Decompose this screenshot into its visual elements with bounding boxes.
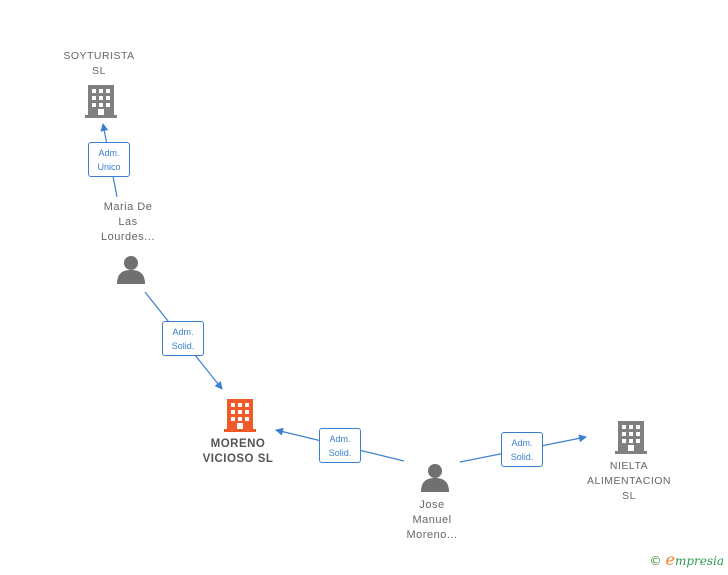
role-line-1: Adm. (329, 434, 351, 444)
role-box-jose-moreno: Adm. Solid. (319, 428, 361, 463)
brand-name: mpresia (674, 554, 724, 568)
role-line-1: Adm. (98, 148, 120, 158)
maria-label[interactable]: Maria De Las Lourdes... (101, 201, 155, 243)
maria-person-icon[interactable] (117, 256, 145, 284)
role-line-2: Solid. (171, 341, 195, 351)
empresia-logo: ©empresia (649, 550, 724, 569)
moreno-vicioso-building-icon[interactable] (224, 399, 256, 432)
role-line-2: Solid. (510, 452, 534, 462)
brand-initial: e (665, 550, 675, 569)
soyturista-building-icon[interactable] (85, 85, 117, 118)
nielta-label[interactable]: NIELTA ALIMENTACION SL (587, 460, 671, 502)
role-box-maria-moreno: Adm. Solid. (162, 321, 204, 356)
nielta-building-icon[interactable] (615, 421, 647, 454)
soyturista-label[interactable]: SOYTURISTA SL (63, 50, 135, 77)
moreno-vicioso-label[interactable]: MORENO VICIOSO SL (202, 438, 274, 465)
role-line-1: Adm. (172, 327, 194, 337)
jose-person-icon[interactable] (421, 464, 449, 492)
copyright-symbol: © (649, 554, 662, 568)
role-box-jose-nielta: Adm. Solid. (501, 432, 543, 467)
role-line-1: Adm. (511, 438, 533, 448)
role-box-maria-soyturista: Adm. Unico (88, 142, 130, 177)
role-line-2: Solid. (328, 448, 352, 458)
role-line-2: Unico (97, 162, 121, 172)
jose-label[interactable]: Jose Manuel Moreno... (406, 499, 458, 541)
